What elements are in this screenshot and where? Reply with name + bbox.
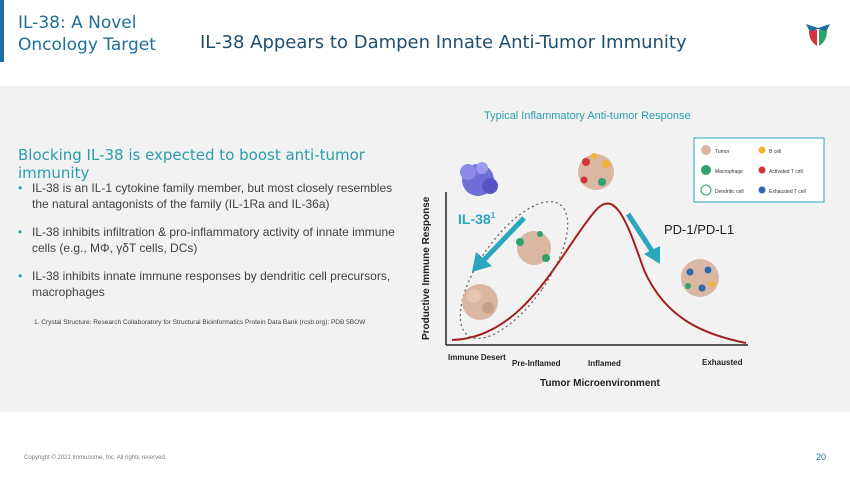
bullet-item: • IL-38 inhibits innate immune responses … — [18, 268, 398, 300]
y-axis-label: Productive Immune Response — [421, 196, 432, 340]
immune-desert-tumor-icon — [462, 284, 498, 320]
legend-bcell: B cell — [769, 149, 781, 155]
legend: Tumor Macrophage Dendritic cell B cell A… — [693, 137, 825, 203]
stage-label: Exhausted — [702, 358, 743, 367]
x-axis-label: Tumor Microenvironment — [540, 378, 660, 389]
stage-label: Inflamed — [588, 359, 621, 368]
il38-superscript: 1 — [491, 211, 496, 220]
response-curve — [451, 202, 747, 344]
immune-response-diagram: Productive Immune Response IL-381 — [421, 137, 825, 389]
legend-tumor: Tumor — [715, 149, 730, 155]
legend-exhausted: Exhausted T cell — [769, 189, 806, 195]
bullet-text: IL-38 inhibits infiltration & pro-inflam… — [32, 225, 395, 255]
brand-logo-icon — [806, 24, 830, 46]
stage-label: Pre-Inflamed — [512, 359, 561, 368]
subhead: Blocking IL-38 is expected to boost anti… — [18, 146, 365, 182]
legend-dendritic-swatch — [700, 184, 712, 196]
figure-title: Typical Inflammatory Anti-tumor Response — [484, 110, 691, 122]
legend-macrophage: Macrophage — [715, 169, 743, 175]
footnote: 1. Crystal Structure: Research Collabora… — [34, 319, 366, 326]
copyright: Copyright © 2021 Immunome, Inc. All righ… — [24, 455, 167, 461]
inflamed-tumor-icon — [578, 153, 614, 190]
pre-inflamed-tumor-icon — [516, 231, 551, 265]
legend-exhausted-swatch — [758, 186, 766, 194]
accent-bar — [0, 0, 4, 62]
legend-activated-swatch — [758, 166, 766, 174]
legend-dendritic: Dendritic cell — [715, 189, 744, 195]
page-number: 20 — [816, 452, 827, 462]
il38-arrow-icon — [472, 216, 526, 272]
legend-tumor-swatch — [701, 145, 711, 155]
pd1-arrow-icon — [625, 212, 660, 264]
pd1-label: PD-1/PD-L1 — [664, 222, 734, 237]
bullet-marker: • — [18, 225, 23, 239]
bullet-marker: • — [18, 181, 23, 195]
il38-label-text: IL-38 — [458, 211, 491, 227]
il38-protein-icon — [460, 162, 498, 196]
bullet-list: • IL-38 is an IL-1 cytokine family member… — [18, 180, 398, 312]
legend-activated: Activated T cell — [769, 169, 803, 175]
bullet-marker: • — [18, 269, 23, 283]
bullet-text: IL-38 is an IL-1 cytokine family member,… — [32, 181, 393, 211]
legend-bcell-swatch — [758, 146, 766, 154]
section-label: IL-38: A Novel Oncology Target — [18, 13, 156, 55]
il38-label: IL-381 — [458, 211, 496, 227]
bullet-item: • IL-38 is an IL-1 cytokine family member… — [18, 180, 398, 212]
bullet-item: • IL-38 inhibits infiltration & pro-infla… — [18, 224, 398, 256]
legend-macrophage-swatch — [701, 165, 711, 175]
bullet-text: IL-38 inhibits innate immune responses b… — [32, 269, 391, 299]
slide-title: IL-38 Appears to Dampen Innate Anti-Tumo… — [200, 32, 687, 53]
stage-label: Immune Desert — [448, 353, 506, 362]
exhausted-tumor-icon — [681, 259, 719, 297]
